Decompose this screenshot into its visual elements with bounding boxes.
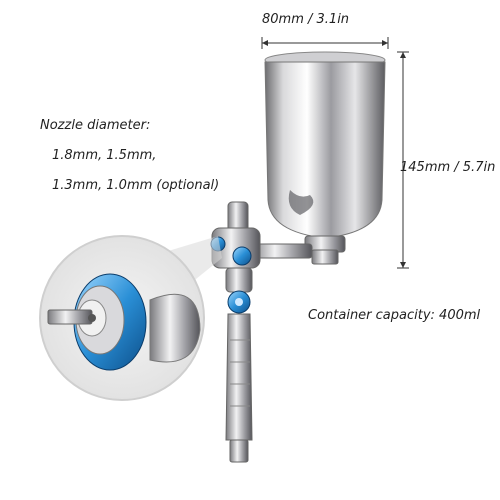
paint-cup — [264, 51, 386, 265]
height-dimension-label: 145mm / 5.7in — [400, 160, 496, 175]
width-dimension-line — [261, 37, 389, 49]
gun-handle — [225, 313, 253, 463]
width-dimension-label: 80mm / 3.1in — [262, 12, 350, 27]
nozzle-zoom-inset — [39, 235, 205, 401]
container-capacity-label: Container capacity: 400ml — [308, 308, 481, 323]
height-dimension-line — [397, 51, 409, 269]
gun-body — [210, 201, 261, 314]
nozzle-diameter-title: Nozzle diameter: — [40, 118, 151, 133]
nozzle-diameter-values-2: 1.3mm, 1.0mm (optional) — [52, 178, 220, 193]
nozzle-diameter-values-1: 1.8mm, 1.5mm, — [52, 148, 157, 163]
